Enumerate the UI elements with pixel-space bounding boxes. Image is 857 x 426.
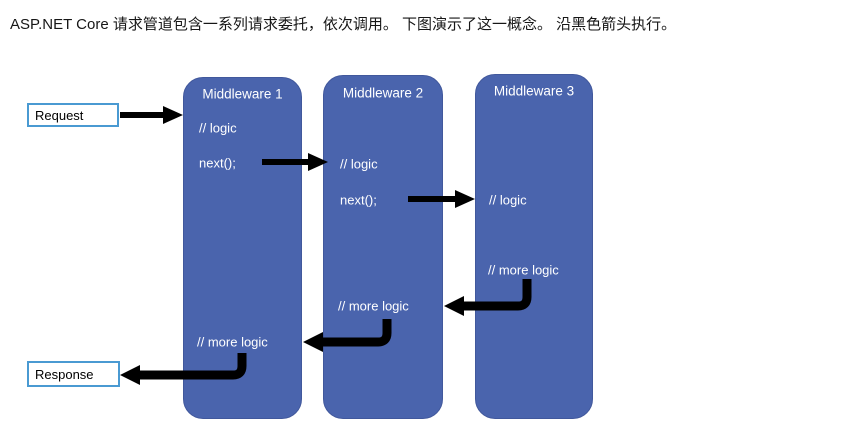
middleware-2-box: Middleware 2 // logic next(); // more lo… <box>323 75 443 419</box>
middleware-1-more-logic-line: // more logic <box>197 334 268 350</box>
request-box: Request <box>27 103 119 127</box>
middleware-2-title: Middleware 2 <box>342 85 424 101</box>
intro-text: ASP.NET Core 请求管道包含一系列请求委托，依次调用。 下图演示了这一… <box>10 16 677 33</box>
response-box: Response <box>27 361 120 387</box>
response-label: Response <box>35 366 94 382</box>
middleware-1-logic-line: // logic <box>199 120 237 136</box>
middleware-3-logic-line: // logic <box>489 192 527 208</box>
middleware-1-title: Middleware 1 <box>202 86 283 102</box>
middleware-1-next-line: next(); <box>199 155 236 171</box>
middleware-3-box: Middleware 3 // logic // more logic <box>475 74 593 419</box>
middleware-2-next-line: next(); <box>340 192 377 208</box>
arrow-request-to-middleware1 <box>120 106 183 124</box>
middleware-3-title: Middleware 3 <box>493 83 575 99</box>
middleware-3-more-logic-line: // more logic <box>488 262 559 278</box>
middleware-2-logic-line: // logic <box>340 156 378 172</box>
middleware-2-more-logic-line: // more logic <box>338 298 409 314</box>
middleware-1-box: Middleware 1 // logic next(); // more lo… <box>183 77 302 419</box>
request-label: Request <box>35 107 84 123</box>
